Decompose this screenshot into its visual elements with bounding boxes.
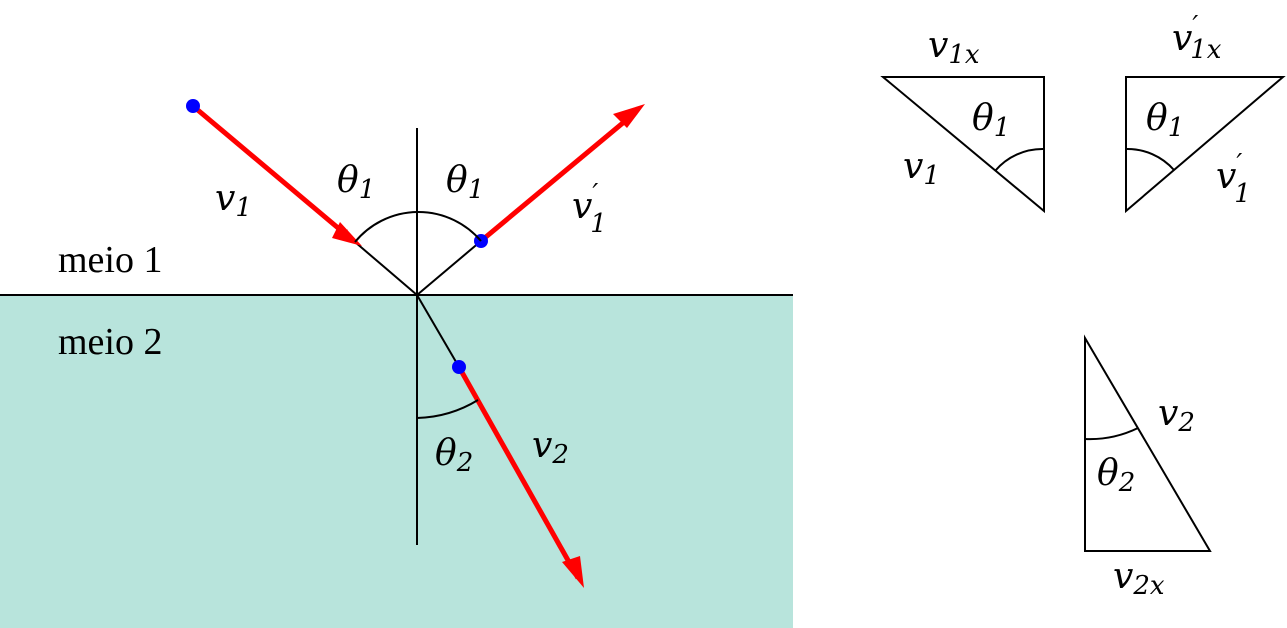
triangle-v1-label: v1 bbox=[903, 146, 940, 191]
incident-triangle bbox=[880, 76, 1045, 214]
medium-2-label: meio 2 bbox=[58, 321, 162, 363]
v1-prime-label: v′1 bbox=[572, 179, 607, 239]
refracted-triangle bbox=[1084, 334, 1212, 552]
v2x-label: v2x bbox=[1113, 556, 1165, 601]
incident-point bbox=[186, 99, 200, 113]
triangle-v2-label: v2 bbox=[1158, 393, 1195, 438]
v1x-prime-label: v′1x bbox=[1172, 11, 1222, 65]
refracted-triangle-arc bbox=[1084, 427, 1139, 441]
triangle-theta2-label: θ2 bbox=[1097, 453, 1135, 498]
theta1-left-label: θ1 bbox=[337, 160, 375, 205]
refracted-vector bbox=[456, 365, 581, 580]
refracted-point bbox=[452, 360, 466, 374]
incident-ray-tail bbox=[354, 241, 418, 296]
refracted-arrowhead bbox=[562, 556, 584, 588]
reflected-arrowhead bbox=[613, 104, 645, 128]
incident-triangle-arc bbox=[994, 147, 1045, 172]
triangle-theta1-label: θ1 bbox=[972, 98, 1010, 143]
medium-1-label: meio 1 bbox=[58, 239, 162, 281]
reflected-triangle bbox=[1125, 76, 1286, 214]
theta1-arcs bbox=[354, 210, 482, 243]
incident-vector bbox=[191, 104, 352, 240]
triangle2-theta1-label: θ1 bbox=[1146, 98, 1184, 143]
v1x-label: v1x bbox=[928, 25, 980, 70]
medium-2-region bbox=[0, 295, 793, 628]
reflected-vector bbox=[479, 110, 638, 243]
theta1-right-label: θ1 bbox=[446, 160, 484, 205]
incident-arrowhead bbox=[332, 222, 362, 246]
reflected-ray-base bbox=[416, 240, 482, 296]
v2-label: v2 bbox=[532, 425, 569, 470]
theta2-arc bbox=[416, 399, 479, 419]
triangle-v1-prime-label: v′1 bbox=[1216, 149, 1251, 209]
v1-label: v1 bbox=[215, 178, 252, 223]
refracted-ray-base bbox=[416, 294, 460, 368]
theta2-label: θ2 bbox=[435, 433, 473, 478]
reflected-triangle-arc bbox=[1125, 147, 1175, 171]
